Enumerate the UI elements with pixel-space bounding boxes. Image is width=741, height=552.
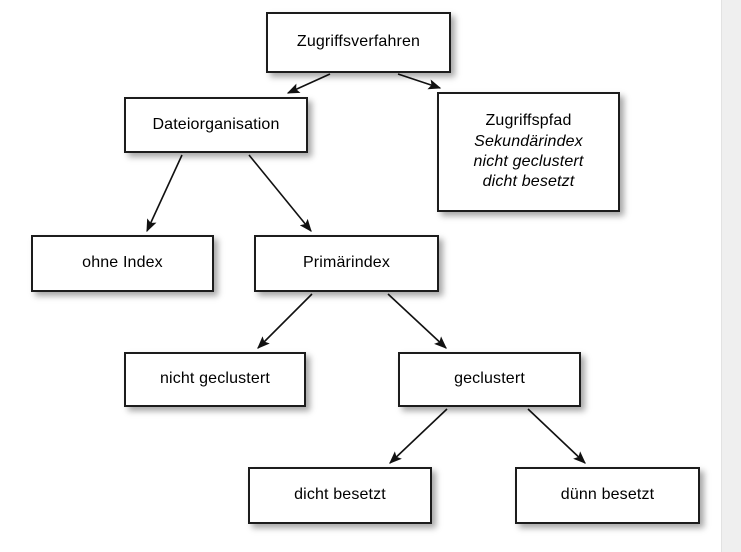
- node-label: Dateiorganisation: [152, 115, 280, 133]
- node-label-line-4: dicht besetzt: [482, 173, 575, 191]
- node-nicht-geclustert[interactable]: nicht geclustert: [124, 352, 306, 407]
- node-label: nicht geclustert: [159, 370, 270, 388]
- node-label-line-1: Zugriffspfad: [485, 112, 572, 130]
- edge-geclustert-duenn-besetzt: [527, 408, 586, 464]
- node-ohne-index[interactable]: ohne Index: [31, 235, 214, 292]
- node-label: Primärindex: [302, 254, 390, 272]
- page-edge-strip: [721, 0, 741, 552]
- node-label: geclustert: [454, 370, 525, 388]
- node-label-line-3: nicht geclustert: [473, 153, 584, 170]
- edge-zugriffsverfahren-dateiorganisation: [286, 73, 331, 94]
- node-zugriffspfad[interactable]: Zugriffspfad Sekundärindex nicht geclust…: [437, 92, 620, 212]
- edge-zugriffsverfahren-zugriffspfad: [397, 73, 442, 90]
- node-dicht-besetzt[interactable]: dicht besetzt: [248, 467, 432, 524]
- node-dateiorganisation[interactable]: Dateiorganisation: [124, 97, 308, 153]
- node-duenn-besetzt[interactable]: dünn besetzt: [515, 467, 700, 524]
- edge-geclustert-dicht-besetzt: [389, 408, 448, 464]
- node-label: Zugriffsverfahren: [296, 33, 421, 51]
- node-label: dicht besetzt: [294, 486, 386, 504]
- edge-dateiorganisation-ohne-index: [146, 154, 183, 233]
- edge-primaerindex-geclustert: [387, 293, 447, 349]
- node-label: dünn besetzt: [560, 486, 655, 504]
- edge-primaerindex-nicht-geclustert: [257, 293, 313, 349]
- node-primaerindex[interactable]: Primärindex: [254, 235, 439, 292]
- node-label-line-2: Sekundärindex: [474, 132, 583, 150]
- edge-dateiorganisation-primaerindex: [248, 154, 312, 232]
- node-label: ohne Index: [82, 254, 163, 272]
- node-geclustert[interactable]: geclustert: [398, 352, 581, 407]
- node-zugriffsverfahren[interactable]: Zugriffsverfahren: [266, 12, 451, 73]
